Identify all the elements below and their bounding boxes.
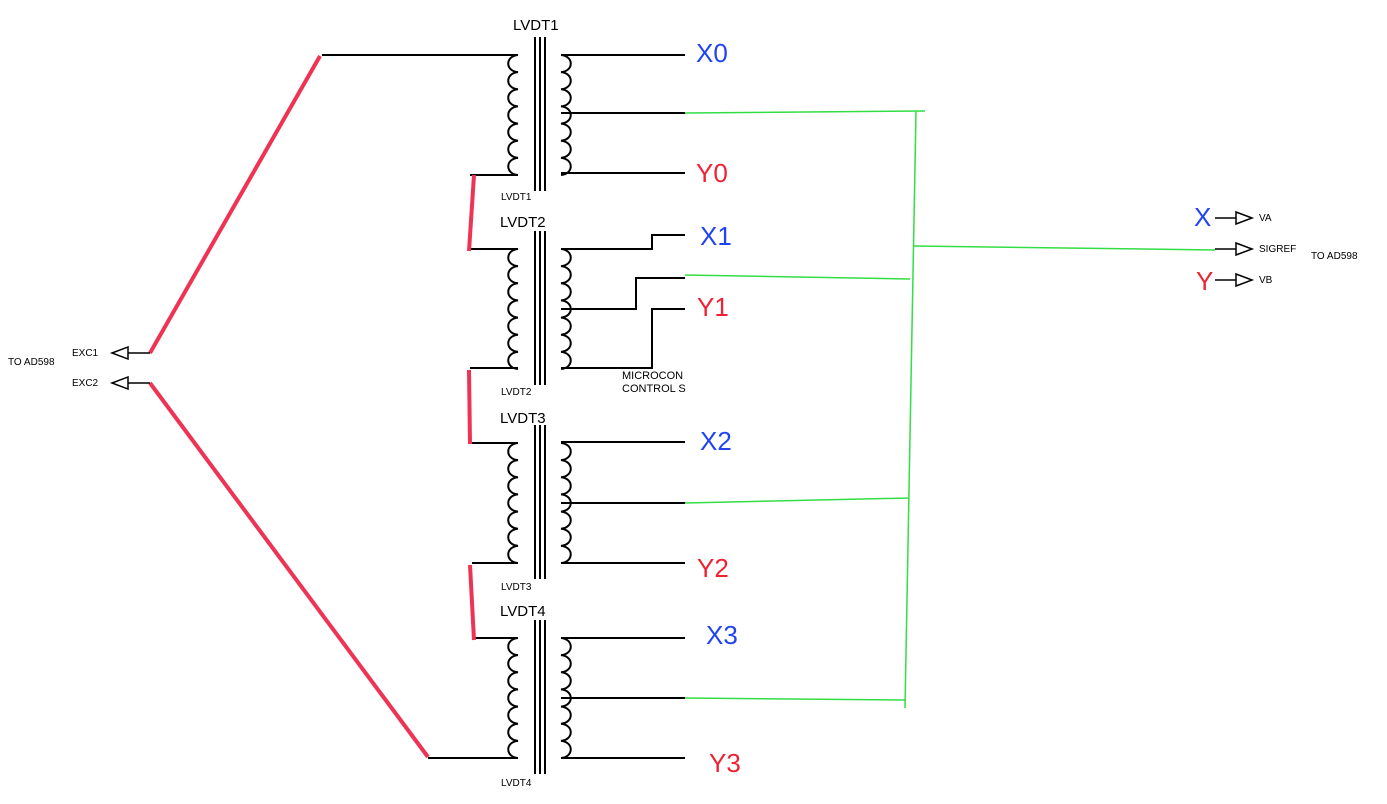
- lvdt2-transformer: LVDT2 LVDT2 X1 Y1: [500, 214, 732, 398]
- coils-group: [507, 37, 572, 774]
- partial-label: MICROCON CONTROL S: [622, 370, 686, 395]
- black-wires: [322, 54, 685, 759]
- y2-label: Y2: [697, 553, 729, 583]
- reference-bus: [684, 110, 1216, 709]
- vb-arrow-icon: [1235, 272, 1255, 288]
- lvdt1-primary-coil-icon: [507, 54, 519, 176]
- y0-label: Y0: [696, 158, 728, 188]
- x1-label: X1: [700, 221, 732, 251]
- lvdt1-windings: [507, 37, 572, 191]
- right-x-label: X: [1194, 202, 1211, 232]
- x2-label: X2: [700, 426, 732, 456]
- ref-wire-lvdt1: [684, 110, 926, 114]
- sigref-arrow-icon: [1235, 241, 1255, 257]
- ref-wire-lvdt4: [684, 697, 907, 701]
- lvdt4-transformer: LVDT4 LVDT4 X3 Y3: [500, 603, 741, 789]
- lvdt3-primary-coil-icon: [507, 442, 519, 564]
- lvdt1-secondary-coil-icon: [560, 54, 572, 176]
- right-ports: X VA SIGREF TO AD598 Y VB: [1194, 202, 1358, 296]
- partial-text-line1: MICROCON: [622, 370, 683, 382]
- exc2-to-lvdt4-wire: [148, 381, 430, 759]
- lvdt1-lvdt2-link: [467, 174, 476, 252]
- excitation-wires: [148, 55, 476, 759]
- ref-wire-lvdt3: [684, 497, 910, 504]
- lvdt3-lvdt4-link: [468, 564, 476, 641]
- lvdt4-primary-coil-icon: [507, 637, 519, 759]
- y1-wire: [561, 308, 685, 369]
- lvdt4-ref: LVDT4: [501, 778, 532, 789]
- right-to-ad598-label: TO AD598: [1311, 251, 1358, 262]
- sigref-label: SIGREF: [1259, 244, 1296, 255]
- lvdt2-primary-coil-icon: [507, 248, 519, 370]
- va-arrow-icon: [1235, 210, 1255, 226]
- right-y-label: Y: [1196, 266, 1213, 296]
- exc1-arrow-icon: [109, 345, 129, 361]
- x3-label: X3: [706, 620, 738, 650]
- ref-wire-lvdt2: [684, 274, 911, 280]
- partial-text-line2: CONTROL S: [622, 383, 686, 395]
- x0-label: X0: [696, 38, 728, 68]
- lvdt2-ref: LVDT2: [501, 387, 532, 398]
- lvdt1-transformer: LVDT1 LVDT1 X0 Y0: [501, 17, 728, 203]
- left-ports: EXC1 EXC2 TO AD598: [8, 345, 150, 391]
- lvdt3-title: LVDT3: [500, 410, 546, 427]
- exc1-label: EXC1: [72, 348, 99, 359]
- ref-bus-vertical: [904, 110, 917, 709]
- lvdt4-title: LVDT4: [500, 603, 546, 620]
- left-to-ad598-label: TO AD598: [8, 357, 55, 368]
- lvdt2-title: LVDT2: [500, 214, 546, 231]
- y3-label: Y3: [709, 748, 741, 778]
- x1-wire: [561, 234, 685, 250]
- lvdt1-title: LVDT1: [513, 17, 559, 34]
- lvdt3-transformer: LVDT3 LVDT3 X2 Y2: [500, 410, 732, 593]
- va-label: VA: [1259, 213, 1272, 224]
- transformers-group: LVDT1 LVDT1 X0 Y0 LVDT2 LVDT2 X1 Y1 LVDT…: [500, 17, 741, 789]
- vb-label: VB: [1259, 275, 1273, 286]
- lvdt4-windings: [507, 620, 572, 774]
- exc1-to-lvdt1-wire: [148, 55, 322, 354]
- ref-bus-to-sigref: [913, 245, 1216, 251]
- exc2-arrow-icon: [109, 375, 129, 391]
- lvdt3-windings: [507, 425, 572, 579]
- exc2-label: EXC2: [72, 378, 99, 389]
- lvdt2-lvdt3-link: [467, 369, 472, 445]
- lvdt2-center-tap: [561, 277, 685, 310]
- lvdt1-ref: LVDT1: [501, 192, 532, 203]
- y1-label: Y1: [697, 292, 729, 322]
- lvdt3-ref: LVDT3: [501, 582, 532, 593]
